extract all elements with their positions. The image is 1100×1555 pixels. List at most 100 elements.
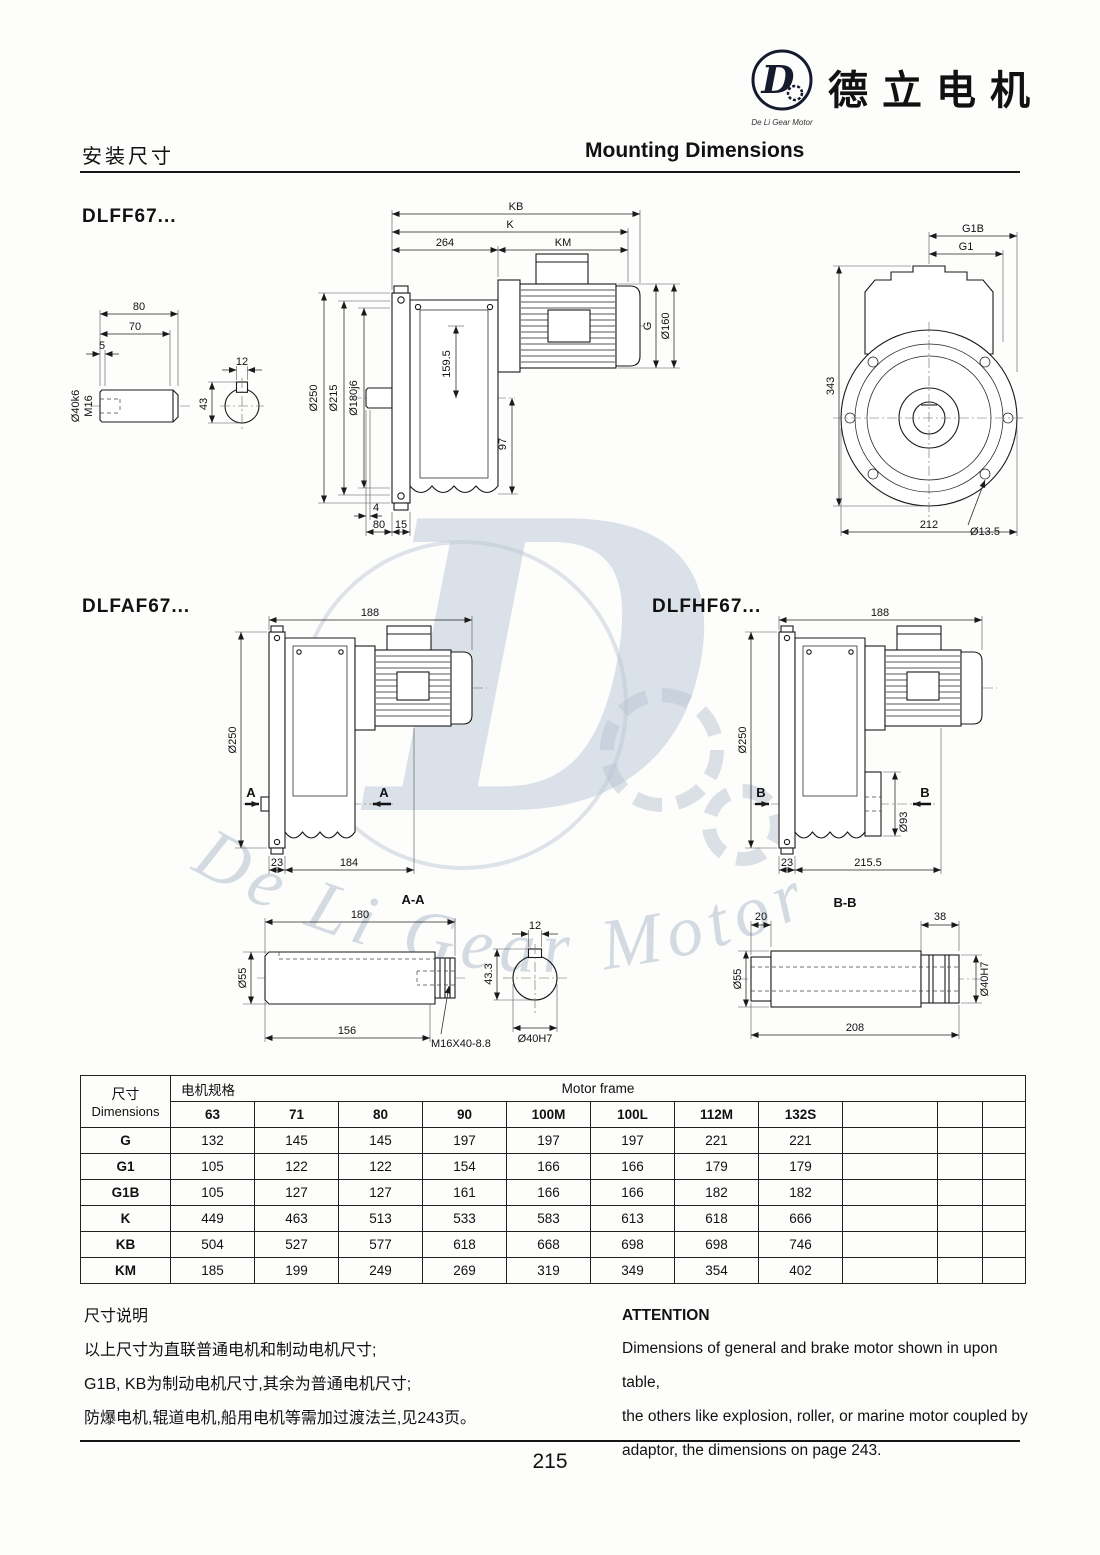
dim-k: K	[506, 219, 514, 231]
gearmotor-geometry	[352, 253, 652, 511]
dim-250: Ø250	[227, 727, 239, 754]
dim-5: 5	[99, 340, 105, 352]
cell: 249	[338, 1257, 423, 1284]
dim-156: 156	[338, 1025, 356, 1037]
dim-55: Ø55	[237, 968, 249, 989]
bb-dimensions: 20 38 Ø55 208 Ø40H7	[732, 911, 991, 1039]
dim-93: Ø93	[898, 812, 910, 833]
dim-180: 180	[351, 909, 369, 921]
dim-g1: G1	[959, 241, 974, 253]
dim-215-5: 215.5	[854, 857, 882, 869]
table-row: G1B 105 127 127 161 166 166 182 182	[80, 1179, 1027, 1206]
cell: 618	[674, 1205, 759, 1232]
table-row: G1 105 122 122 154 166 166 179 179	[80, 1153, 1027, 1180]
dim-264: 264	[436, 237, 454, 249]
cell: 513	[338, 1205, 423, 1232]
section-bb-drawing: B-B 20 38 Ø55 208	[732, 895, 991, 1039]
logo-letter: D	[761, 57, 795, 102]
col-header-empty	[842, 1101, 938, 1128]
cell: 698	[674, 1231, 759, 1258]
page-title-en: Mounting Dimensions	[585, 139, 805, 162]
section-title-dlfaf: DLFAF67...	[82, 596, 191, 617]
shaft-geometry	[90, 378, 264, 430]
cell-empty	[981, 1179, 1027, 1206]
cell-empty	[981, 1205, 1027, 1232]
motor-frame-header: 电机规格 Motor frame	[169, 1075, 1027, 1102]
dim-col-header: 尺寸 Dimensions	[80, 1075, 171, 1128]
dim-43-3: 43.3	[483, 963, 495, 984]
dim-12: 12	[529, 920, 541, 932]
dim-97: 97	[497, 438, 509, 450]
dim-250: Ø250	[737, 727, 749, 754]
row-label: G1B	[80, 1179, 171, 1206]
dlfaf-dimensions: 188 Ø250 A A 23 184	[227, 608, 473, 874]
shaft-dimensions: 80 70 5 M16 Ø40k6 12 43	[70, 301, 262, 424]
section-title-dlfhf: DLFHF67...	[652, 596, 762, 617]
dlff-shaft-end-view: 80 70 5 M16 Ø40k6 12 43	[70, 301, 264, 430]
cell: 698	[590, 1231, 675, 1258]
note-line: the others like explosion, roller, or ma…	[622, 1408, 1028, 1425]
note-line: 以上尺寸为直联普通电机和制动电机尺寸;	[84, 1342, 377, 1359]
dim-188: 188	[361, 608, 379, 619]
col-header: 112M	[674, 1101, 759, 1128]
section-marker-a: A	[379, 785, 389, 800]
cell: 127	[254, 1179, 339, 1206]
header-rule	[80, 171, 1020, 173]
footer-rule	[80, 1440, 1020, 1442]
dim-184: 184	[340, 857, 358, 869]
motor-frame-label-en: Motor frame	[561, 1081, 635, 1096]
cell: 122	[338, 1153, 423, 1180]
cell: 504	[170, 1231, 255, 1258]
dim-40h7: Ø40H7	[518, 1033, 553, 1045]
cell-empty	[981, 1231, 1027, 1258]
dlfhf-geometry	[753, 625, 997, 855]
dlfhf-dimensions: 188 Ø250 B B Ø93 23 215.5	[737, 608, 983, 874]
dim-15: 15	[395, 519, 407, 531]
cell-empty	[842, 1127, 938, 1154]
dim-col-header-cn: 尺寸	[111, 1086, 140, 1102]
table-header-row: 尺寸 Dimensions 电机规格 Motor frame	[80, 1075, 1027, 1128]
cell: 668	[506, 1231, 591, 1258]
notes-en: ATTENTION Dimensions of general and brak…	[622, 1300, 1032, 1468]
cell: 197	[506, 1127, 591, 1154]
rear-dimensions: G1B G1 343 Ø13.5 212	[825, 223, 1018, 538]
cell: 166	[506, 1179, 591, 1206]
cell: 402	[758, 1257, 843, 1284]
cell: 197	[422, 1127, 507, 1154]
dim-23: 23	[781, 857, 793, 869]
col-header: 80	[338, 1101, 423, 1128]
cell-empty	[981, 1153, 1027, 1180]
dimensions-table: 尺寸 Dimensions 电机规格 Motor frame 63 71 80 …	[80, 1075, 1027, 1284]
dim-38: 38	[934, 911, 946, 923]
col-header: 90	[422, 1101, 507, 1128]
dim-80b: 80	[373, 519, 385, 531]
section-marker-b: B	[920, 785, 929, 800]
cell-empty	[842, 1231, 938, 1258]
cell: 166	[590, 1179, 675, 1206]
cell: 197	[590, 1127, 675, 1154]
cell: 583	[506, 1205, 591, 1232]
row-label: KM	[80, 1257, 171, 1284]
dim-40h7: Ø40H7	[979, 962, 991, 997]
cell-empty	[981, 1257, 1027, 1284]
cell-empty	[981, 1127, 1027, 1154]
logo-subtext: De Li Gear Motor	[751, 118, 813, 127]
col-header: 132S	[758, 1101, 843, 1128]
col-header-empty	[981, 1101, 1027, 1128]
col-header: 100M	[506, 1101, 591, 1128]
dlfaf-geometry	[243, 625, 487, 855]
cell: 166	[506, 1153, 591, 1180]
rear-geometry	[833, 265, 1025, 518]
dim-208: 208	[846, 1022, 864, 1034]
dim-g1b: G1B	[962, 223, 984, 235]
page-number: 215	[532, 1450, 568, 1473]
dim-12: 12	[236, 356, 248, 368]
notes-cn-title: 尺寸说明	[84, 1308, 149, 1325]
cell: 319	[506, 1257, 591, 1284]
dim-180j6: Ø180j6	[348, 380, 360, 415]
dlff-rear-view: G1B G1 343 Ø13.5 212	[825, 223, 1025, 538]
col-header: 63	[170, 1101, 255, 1128]
dlfhf-view: 188 Ø250 B B Ø93 23 215.5	[737, 608, 997, 874]
